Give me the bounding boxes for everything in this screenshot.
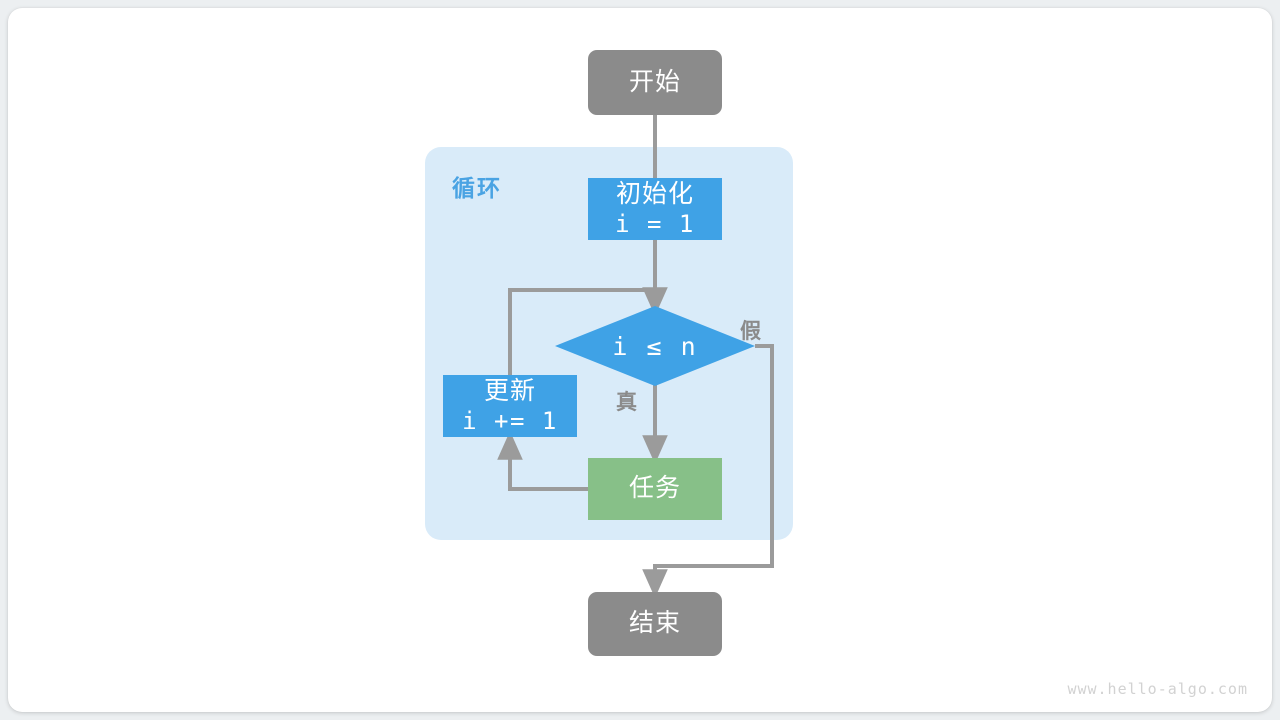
node-task-label: 任务: [628, 474, 681, 503]
node-update-expression: i += 1: [462, 406, 558, 435]
edge-condition-false-to-end: [642, 344, 774, 599]
node-update[interactable]: 更新 i += 1: [443, 375, 577, 437]
node-init[interactable]: 初始化 i = 1: [588, 178, 722, 240]
node-init-label: 初始化: [615, 180, 694, 209]
node-init-expression: i = 1: [615, 209, 695, 238]
edge-label-false: 假: [740, 320, 761, 343]
edge-task-to-update: [497, 430, 588, 491]
node-update-label: 更新: [483, 377, 536, 406]
watermark: www.hello-algo.com: [1067, 680, 1248, 698]
node-task[interactable]: 任务: [588, 458, 722, 520]
node-start-label: 开始: [628, 67, 681, 96]
loop-container-label: 循环: [452, 175, 502, 201]
node-start[interactable]: 开始: [588, 50, 722, 115]
node-end[interactable]: 结束: [588, 592, 722, 656]
edge-update-to-condition: [508, 288, 655, 375]
edge-label-true: 真: [616, 391, 637, 414]
node-end-label: 结束: [628, 609, 681, 638]
